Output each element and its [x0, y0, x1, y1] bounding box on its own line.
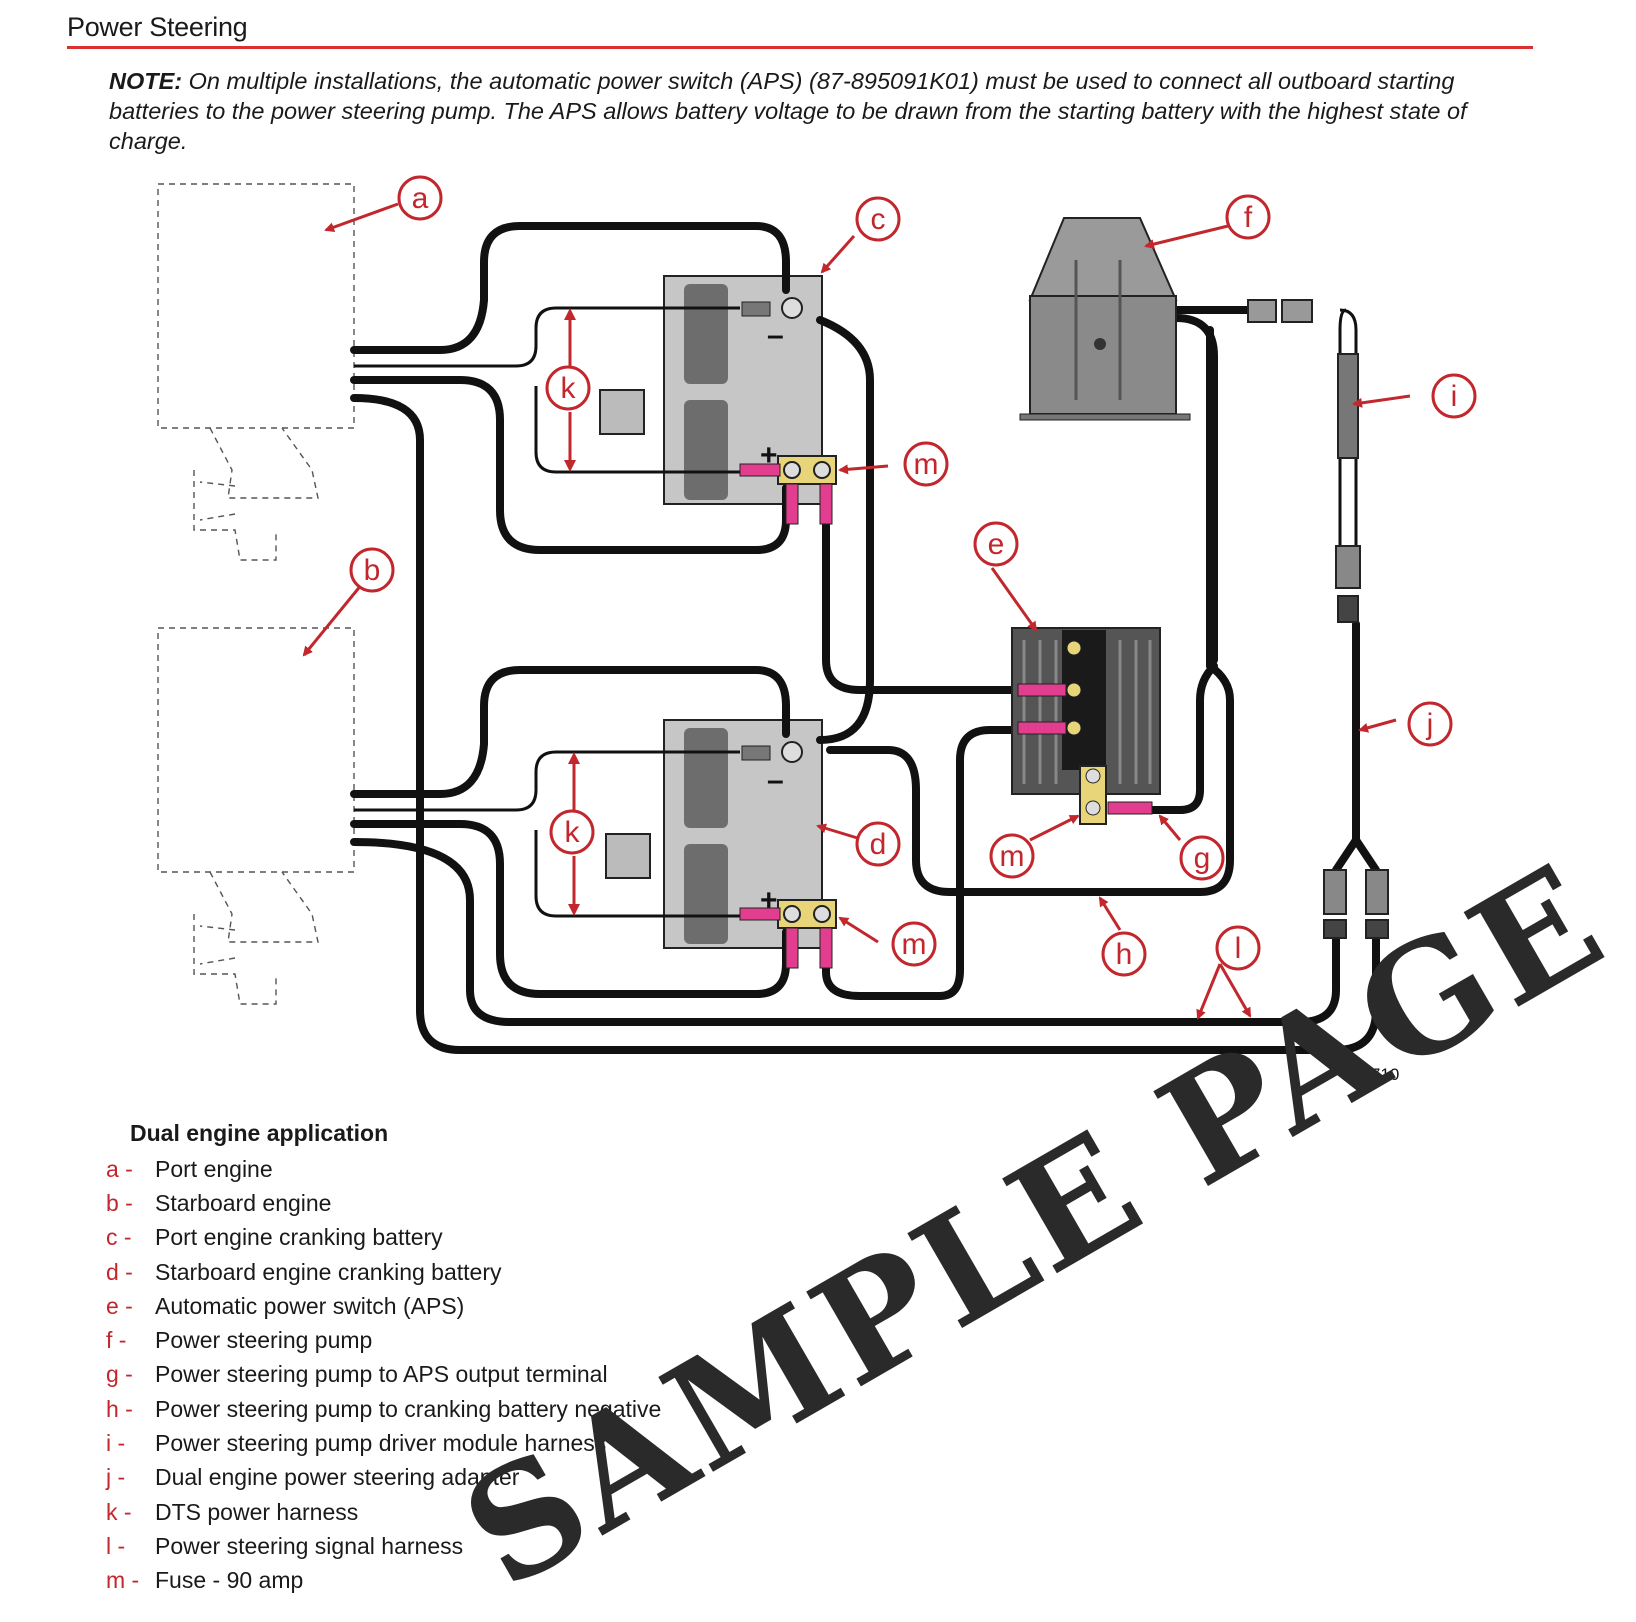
legend-item: g -Power steering pump to APS output ter… — [106, 1361, 608, 1388]
callout-i: i — [1431, 373, 1477, 419]
note-text: On multiple installations, the automatic… — [109, 68, 1467, 154]
callout-h: h — [1101, 931, 1147, 977]
legend-item: i -Power steering pump driver module har… — [106, 1430, 607, 1457]
note-label: NOTE: — [109, 68, 183, 94]
starboard-engine — [157, 627, 355, 1005]
callout-g: g — [1179, 835, 1225, 881]
legend-item: e -Automatic power switch (APS) — [106, 1292, 465, 1319]
svg-text:j: j — [1426, 708, 1434, 741]
callouts: a b c d e f g h i j k k l m m m — [349, 175, 1477, 977]
legend-item: l -Power steering signal harness — [106, 1532, 464, 1559]
dts-harness — [354, 306, 1358, 918]
svg-text:a: a — [412, 182, 429, 215]
svg-text:b: b — [364, 554, 381, 587]
svg-text:m: m — [914, 448, 939, 481]
power-steering-pump — [1019, 217, 1191, 421]
svg-text:k: k — [561, 372, 577, 405]
legend-title: Dual engine application — [130, 1120, 389, 1146]
starboard-terminals — [605, 741, 837, 969]
svg-text:h: h — [1116, 938, 1133, 971]
legend-item: b -Starboard engine — [106, 1189, 332, 1216]
svg-text:l: l — [1235, 932, 1242, 965]
callout-d: d — [855, 821, 901, 867]
svg-text:m: m — [1000, 840, 1025, 873]
legend-item: d -Starboard engine cranking battery — [106, 1258, 502, 1285]
callout-k-port: k — [545, 365, 591, 411]
legend-item: k -DTS power harness — [106, 1498, 359, 1525]
callout-f: f — [1225, 194, 1271, 240]
callout-c: c — [855, 196, 901, 242]
port-battery-minus: – — [767, 319, 784, 352]
legend-item: c -Port engine cranking battery — [106, 1224, 443, 1251]
svg-text:f: f — [1244, 201, 1253, 234]
callout-l: l — [1215, 925, 1261, 971]
callout-k-starboard: k — [549, 809, 595, 855]
legend-item: a -Port engine — [106, 1155, 273, 1182]
callout-b: b — [349, 547, 395, 593]
driver-module-harness — [1247, 299, 1389, 939]
title-rule — [67, 46, 1533, 49]
port-engine — [157, 183, 355, 561]
legend-item: h -Power steering pump to cranking batte… — [106, 1395, 662, 1422]
note-paragraph: NOTE: On multiple installations, the aut… — [109, 66, 1529, 156]
svg-text:d: d — [870, 828, 887, 861]
callout-j: j — [1407, 701, 1453, 747]
port-terminals — [599, 297, 837, 525]
starboard-battery-minus: – — [767, 764, 784, 797]
callout-m-port: m — [903, 441, 949, 487]
legend-item: m -Fuse - 90 amp — [106, 1567, 304, 1594]
svg-text:c: c — [871, 203, 886, 236]
callout-m-aps: m — [989, 833, 1035, 879]
legend-item: f -Power steering pump — [106, 1327, 373, 1354]
svg-text:g: g — [1194, 842, 1211, 875]
callout-a: a — [397, 175, 443, 221]
callout-m-starboard: m — [891, 921, 937, 967]
wiring — [350, 222, 1380, 1054]
legend-list: a -Port engine b -Starboard engine c -Po… — [106, 1152, 661, 1598]
legend-item: j -Dual engine power steering adapter — [106, 1464, 520, 1491]
svg-text:e: e — [988, 528, 1005, 561]
callout-leaders — [302, 202, 1411, 1020]
aps-unit — [1011, 627, 1161, 825]
figure-number: 29710 — [1352, 1065, 1399, 1084]
callout-e: e — [973, 521, 1019, 567]
section-title: Power Steering — [67, 12, 248, 42]
svg-text:i: i — [1451, 380, 1458, 413]
svg-text:m: m — [902, 928, 927, 961]
svg-text:k: k — [565, 816, 581, 849]
